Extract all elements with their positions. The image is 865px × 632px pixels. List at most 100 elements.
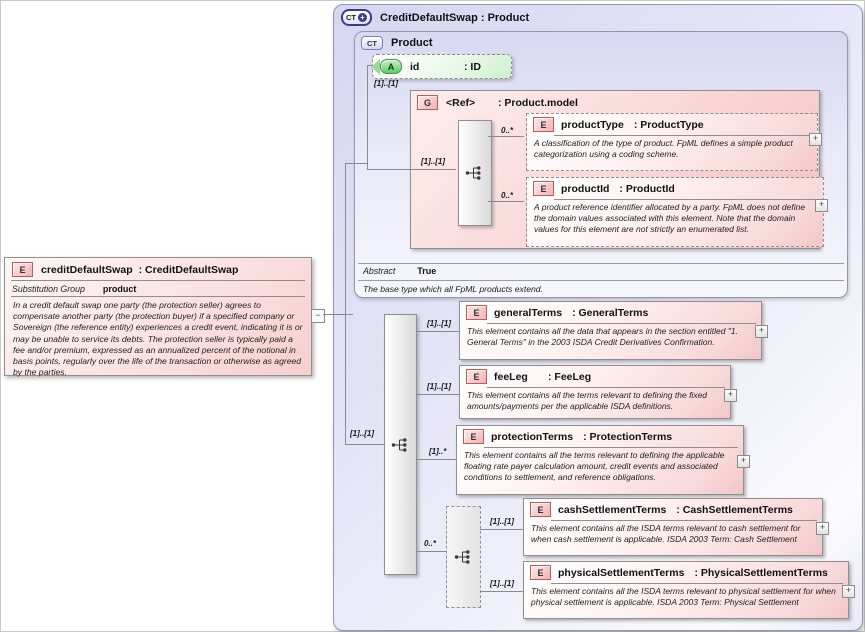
base-type-header: CT Product bbox=[355, 32, 847, 50]
group-name: <Ref> bbox=[446, 96, 476, 109]
connector-line bbox=[367, 169, 456, 170]
complex-type-derived-icon: CT + bbox=[341, 9, 372, 26]
connector-line bbox=[480, 529, 523, 530]
occurrence-label: [1]..* bbox=[429, 447, 447, 456]
element-annotation: This element contains all the ISDA terms… bbox=[531, 523, 801, 545]
element-name: creditDefaultSwap bbox=[41, 263, 133, 276]
element-type: : ProductType bbox=[633, 118, 704, 131]
connector-line bbox=[345, 163, 346, 445]
occurrence-label: [1]..[1] bbox=[374, 79, 398, 88]
element-icon: E bbox=[463, 429, 484, 444]
element-annotation: This element contains all the ISDA terms… bbox=[531, 586, 836, 608]
group-type: : Product.model bbox=[498, 96, 578, 109]
element-name: cashSettlementTerms bbox=[558, 503, 667, 516]
complex-type-header: CT + CreditDefaultSwap : Product bbox=[334, 5, 862, 26]
expand-button-physicalsettlementterms[interactable]: + bbox=[842, 585, 855, 598]
expand-button-feeleg[interactable]: + bbox=[724, 389, 737, 402]
divider bbox=[484, 447, 738, 448]
element-icon: E bbox=[466, 305, 487, 320]
sequence-connector-optional[interactable] bbox=[446, 506, 481, 608]
base-type-title: Product bbox=[391, 37, 433, 49]
connector-line bbox=[488, 201, 524, 202]
derivation-plus-icon: + bbox=[358, 13, 367, 22]
base-type-box-product[interactable]: CT Product A id : ID G <Ref> : Product.m… bbox=[354, 31, 848, 298]
group-box-ref[interactable]: G <Ref> : Product.model bbox=[410, 90, 828, 249]
element-annotation: This element contains all the terms rele… bbox=[464, 450, 725, 483]
connector-line bbox=[416, 394, 459, 395]
element-type: : ProtectionTerms bbox=[583, 430, 673, 443]
connector-line bbox=[367, 65, 368, 170]
divider bbox=[11, 280, 305, 281]
element-icon: E bbox=[530, 502, 551, 517]
element-annotation: In a credit default swap one party (the … bbox=[13, 300, 303, 378]
element-box-physicalsettlementterms[interactable]: E physicalSettlementTerms : PhysicalSett… bbox=[523, 561, 849, 619]
ct-label: CT bbox=[346, 13, 356, 22]
connector-line bbox=[480, 591, 523, 592]
occurrence-label: 0..* bbox=[501, 126, 514, 135]
divider bbox=[551, 583, 843, 584]
occurrence-label: [1]..[1] bbox=[427, 382, 451, 391]
sequence-connector[interactable] bbox=[384, 314, 417, 575]
attribute-type: : ID bbox=[464, 60, 481, 73]
sequence-icon bbox=[454, 550, 469, 564]
substitution-group-label: Substitution Group bbox=[12, 284, 85, 294]
element-type: : PhysicalSettlementTerms bbox=[694, 566, 828, 579]
base-type-annotation: The base type which all FpML products ex… bbox=[363, 284, 543, 294]
divider bbox=[11, 296, 305, 297]
element-icon: E bbox=[12, 262, 33, 277]
divider bbox=[554, 135, 812, 136]
element-icon: E bbox=[530, 565, 551, 580]
attribute-box-id[interactable]: A id : ID bbox=[371, 54, 512, 79]
element-name: generalTerms bbox=[494, 306, 563, 319]
element-annotation: This element contains all the terms rele… bbox=[467, 390, 708, 412]
element-type: : GeneralTerms bbox=[572, 306, 649, 319]
connector-line bbox=[488, 136, 524, 137]
connector-line bbox=[416, 331, 459, 332]
expand-button-protectionterms[interactable]: + bbox=[737, 455, 750, 468]
sequence-icon bbox=[465, 166, 481, 180]
occurrence-label: [1]..[1] bbox=[490, 579, 514, 588]
element-icon: E bbox=[533, 117, 554, 132]
element-box-creditdefaultswap[interactable]: E creditDefaultSwap : CreditDefaultSwap … bbox=[4, 257, 312, 377]
collapse-handle[interactable]: − bbox=[311, 309, 325, 323]
element-annotation: A product reference identifier allocated… bbox=[534, 202, 806, 235]
divider bbox=[551, 520, 817, 521]
element-box-productid[interactable]: E productId : ProductId A product refere… bbox=[526, 177, 824, 247]
occurrence-label: 0..* bbox=[424, 539, 437, 548]
sequence-icon bbox=[391, 437, 406, 452]
connector-line bbox=[323, 314, 353, 315]
element-box-protectionterms[interactable]: E protectionTerms : ProtectionTerms This… bbox=[456, 425, 744, 495]
connector-line bbox=[345, 444, 385, 445]
occurrence-label: [1]..[1] bbox=[427, 319, 451, 328]
group-icon: G bbox=[417, 95, 438, 110]
element-box-producttype[interactable]: E productType : ProductType A classifica… bbox=[526, 113, 818, 171]
divider bbox=[358, 263, 844, 264]
attribute-name: id bbox=[410, 60, 420, 73]
element-type: : ProductId bbox=[619, 182, 675, 195]
element-box-cashsettlementterms[interactable]: E cashSettlementTerms : CashSettlementTe… bbox=[523, 498, 823, 556]
expand-button-producttype[interactable]: + bbox=[809, 133, 822, 146]
connector-line bbox=[416, 459, 456, 460]
expand-button-cashsettlementterms[interactable]: + bbox=[816, 522, 829, 535]
element-name: productType bbox=[561, 118, 624, 131]
occurrence-label: [1]..[1] bbox=[421, 157, 445, 166]
connector-line bbox=[416, 551, 446, 552]
attribute-icon: A bbox=[380, 59, 402, 74]
element-type: : CreditDefaultSwap bbox=[138, 263, 239, 276]
element-name: productId bbox=[561, 182, 610, 195]
element-annotation: A classification of the type of product.… bbox=[534, 138, 793, 160]
divider bbox=[358, 280, 844, 281]
occurrence-label: [1]..[1] bbox=[350, 429, 374, 438]
expand-button-productid[interactable]: + bbox=[815, 199, 828, 212]
element-header: E creditDefaultSwap : CreditDefaultSwap bbox=[5, 258, 311, 280]
element-annotation: This element contains all the data that … bbox=[467, 326, 738, 348]
element-box-feeleg[interactable]: E feeLeg : FeeLeg This element contains … bbox=[459, 365, 731, 419]
element-box-generalterms[interactable]: E generalTerms : GeneralTerms This eleme… bbox=[459, 301, 762, 360]
connector-line bbox=[367, 65, 372, 66]
sequence-connector[interactable] bbox=[458, 120, 492, 226]
element-name: physicalSettlementTerms bbox=[558, 566, 685, 579]
connector-line bbox=[345, 163, 368, 164]
expand-button-generalterms[interactable]: + bbox=[755, 325, 768, 338]
complex-type-box-creditdefaultswap[interactable]: CT + CreditDefaultSwap : Product CT Prod… bbox=[333, 4, 863, 631]
